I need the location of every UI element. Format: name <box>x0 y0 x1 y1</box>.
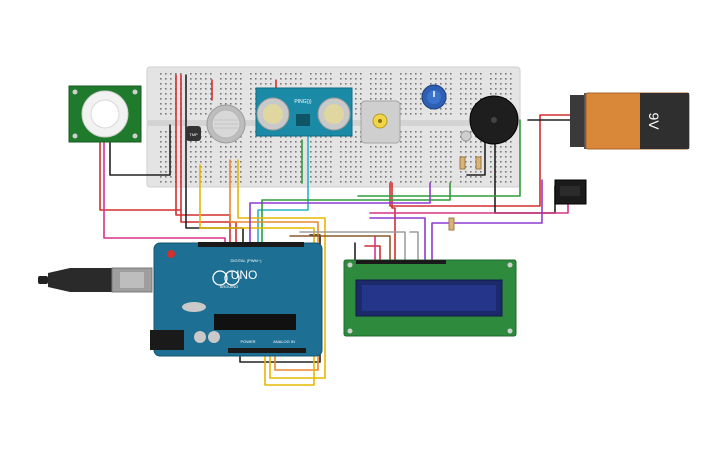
dc-motor[interactable] <box>360 100 401 144</box>
potentiometer[interactable] <box>421 84 447 110</box>
arduino-uno[interactable]: UNO ARDUINO DIGITAL (PWM~) POWER ANALOG … <box>150 242 323 357</box>
wire-red-rail-2 <box>180 74 237 244</box>
reset-button[interactable] <box>167 250 175 258</box>
battery-9v[interactable]: 9V <box>570 92 690 150</box>
resistor-3[interactable] <box>448 217 455 231</box>
wire-black-pir <box>109 124 171 176</box>
tmp-label: TMP <box>189 132 198 137</box>
wire-green-bb <box>357 119 521 197</box>
relay[interactable] <box>554 179 587 205</box>
wire-pink-pir <box>103 142 226 244</box>
ultrasonic-sensor[interactable]: PING))) <box>255 87 353 137</box>
piezo-buzzer[interactable] <box>469 95 519 145</box>
wire-pink-lcd <box>369 189 569 214</box>
arduino-brand-label: ARDUINO <box>220 284 238 289</box>
gas-sensor[interactable] <box>206 104 246 144</box>
resistors[interactable] <box>448 156 482 231</box>
wire-purple-1 <box>249 182 431 244</box>
arduino-analog-label: ANALOG IN <box>273 339 295 344</box>
usb-cable[interactable] <box>38 267 153 293</box>
lcd-16x2[interactable] <box>343 259 517 337</box>
resistor-2[interactable] <box>475 156 482 170</box>
wire-red-rail-1 <box>175 74 231 244</box>
battery-label: 9V <box>646 112 662 130</box>
led[interactable] <box>460 130 472 142</box>
wire-yellow-tmp <box>237 159 326 379</box>
resistor-1[interactable] <box>459 156 466 170</box>
ping-label: PING))) <box>294 99 312 105</box>
wire-red-lcd <box>391 182 396 261</box>
wire-red-lcd2 <box>364 245 381 261</box>
wire-gray-2 <box>409 231 419 261</box>
pir-sensor[interactable] <box>68 85 142 143</box>
arduino-model-label: UNO <box>231 268 258 282</box>
wire-purple-3 <box>369 217 426 261</box>
wire-red-batt <box>389 114 576 207</box>
tmp-sensor[interactable]: TMP <box>186 126 201 141</box>
arduino-power-label: POWER <box>240 339 255 344</box>
wire-gray-1 <box>299 231 406 261</box>
arduino-digital-label: DIGITAL (PWM~) <box>231 258 263 263</box>
wire-purple-2 <box>431 179 543 261</box>
wire-red-pir <box>99 142 182 211</box>
wire-cyan-ping <box>257 129 309 244</box>
wire-brown-1 <box>289 235 391 261</box>
wire-black-buzz <box>466 129 486 176</box>
wires[interactable] <box>99 74 579 386</box>
